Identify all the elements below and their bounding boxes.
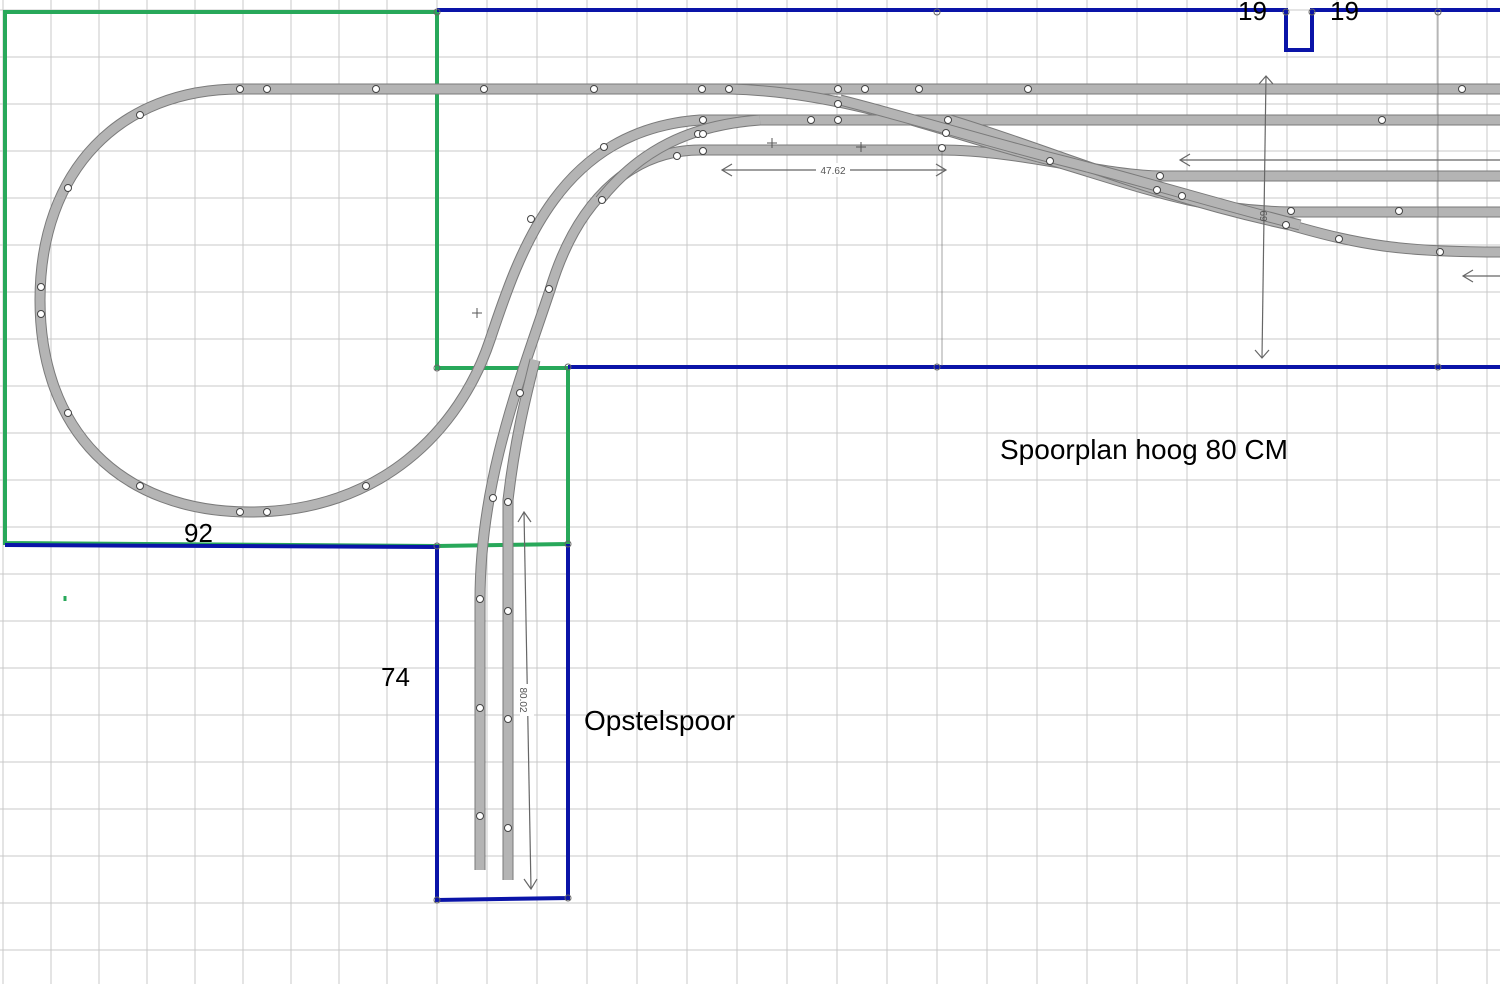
track-joint [861,85,869,93]
blue-board-outline [4,8,1500,903]
track-joint [1436,248,1444,256]
track-joint [1024,85,1032,93]
track-joint [372,85,380,93]
outline-node [564,894,572,902]
track-joint [476,704,484,712]
track-joint [698,85,706,93]
track-joint [64,184,72,192]
track-joint [362,482,370,490]
track-joint [476,595,484,603]
track-joint [504,715,512,723]
track-joint [37,283,45,291]
track-joint [944,116,952,124]
track-joint [1156,172,1164,180]
track-joint [37,310,45,318]
track-joint [807,116,815,124]
outline-node [933,8,941,16]
outline-node [564,363,572,371]
outline-node [933,363,941,371]
outline-node [1308,8,1316,16]
track-joint [1287,207,1295,215]
track-joint [236,85,244,93]
outline-node [433,364,441,372]
track [596,115,761,203]
track-joint [590,85,598,93]
track-joint [504,607,512,615]
track-joint [1153,186,1161,194]
measurement-80: 80.02 [517,687,528,712]
track-joint [64,409,72,417]
track-joint [136,111,144,119]
plan-title: Spoorplan hoog 80 CM [1000,434,1288,465]
dimension-19-right-label: 19 [1330,0,1359,26]
track-joint [699,130,707,138]
track-joint [699,147,707,155]
track-joint [263,85,271,93]
track-edge [700,114,1500,258]
track-joint [673,152,681,160]
track-joint [504,824,512,832]
track [503,358,540,880]
outline-node [564,540,572,548]
measurement-69: 69 [1257,210,1268,222]
track-joint [1282,221,1290,229]
track-joint [1378,116,1386,124]
storage-track-label: Opstelspoor [584,705,735,736]
track-joint [942,129,950,137]
track-joint [489,494,497,502]
outline-node [433,896,441,904]
outline-node [1282,8,1290,16]
track-joint [699,116,707,124]
track-joint [504,498,512,506]
track-joint [516,389,524,397]
cross-markers [472,138,866,318]
track-joint [834,85,842,93]
track-joint [236,508,244,516]
track-joint [1458,85,1466,93]
outline-node [433,8,441,16]
track-joint [545,285,553,293]
track-joint [915,85,923,93]
track-edge [595,114,761,204]
track-joint [527,215,535,223]
track-joint [725,85,733,93]
track-joint [476,812,484,820]
track-joint [1335,235,1343,243]
track-joint [834,100,842,108]
dimension-92-label: 92 [184,518,213,548]
outline-node [433,542,441,550]
track-joints [37,8,1466,904]
track-joint [1395,207,1403,215]
track-joint [136,482,144,490]
dimension-19-left-label: 19 [1238,0,1267,26]
tracks [34,83,1500,880]
track-joint [834,116,842,124]
track-joint [1046,157,1054,165]
dimension-74-label: 74 [381,662,410,692]
track-joint [263,508,271,516]
track-joint [480,85,488,93]
measurement-47: 47.62 [820,166,845,177]
track-joint [1178,192,1186,200]
track [35,84,1500,517]
track [838,95,1302,230]
track-joint [600,143,608,151]
track-joint [598,196,606,204]
track [700,115,1500,257]
